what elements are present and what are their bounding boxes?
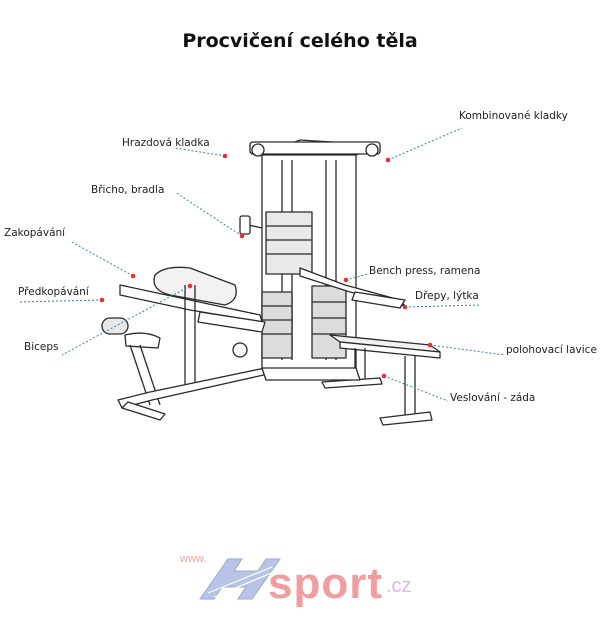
leader-hrazdova [174,147,226,157]
leader-zakopavani [71,241,134,277]
pulley-right [365,143,379,157]
marker-polohovaci [427,342,433,348]
marker-bench [343,277,349,283]
diagram-title: Procvičení celého těla [182,30,418,52]
label-polohovaci-lavice: polohovací lavice [506,344,597,356]
bench-base [379,411,433,426]
marker-zakopavani [130,273,136,279]
logo-h-mark-icon [199,558,281,600]
leader-polohovaci [429,344,506,356]
label-biceps: Biceps [24,341,59,353]
label-kombinovane-kladky: Kombinované kladky [459,110,568,122]
label-drepy-lytka: Dřepy, lýtka [415,290,479,302]
base-left [117,367,269,409]
label-hrazdova-kladka: Hrazdová kladka [122,137,210,149]
marker-predkopavani [99,297,105,303]
pulley-left [251,143,265,157]
multi-gym-drawing [101,139,441,426]
leader-bricho [174,191,243,237]
marker-drepy [402,304,408,310]
brand-logo: www. sport .cz [180,545,430,615]
marker-biceps [187,283,193,289]
tower-base [261,367,361,381]
markers [99,153,433,379]
weight-stack-upper [265,211,313,275]
label-bench-press: Bench press, ramena [369,265,481,277]
leader-biceps [61,285,191,356]
marker-kombinovane [385,157,391,163]
label-bricho-bradla: Břicho, bradla [91,184,165,196]
cable-handle [239,215,251,235]
weight-stack-left [261,291,293,359]
leader-lines [19,127,506,402]
label-predkopavani: Předkopávání [18,286,89,298]
top-bar [249,141,381,155]
label-veslovani-zada: Veslování - záda [450,392,536,404]
marker-hrazdova [222,153,228,159]
leader-predkopavani [19,299,103,303]
label-zakopavani: Zakopávání [4,227,66,239]
logo-cz: .cz [386,575,412,597]
leader-drepy [404,304,481,308]
leader-kombinovane [387,127,463,161]
logo-www: www. [180,553,207,565]
biceps-seat [124,332,161,349]
leader-veslovani [383,375,449,402]
pivot [232,342,248,358]
marker-bricho [239,233,245,239]
marker-veslovani [381,373,387,379]
logo-sport: sport [268,559,383,608]
